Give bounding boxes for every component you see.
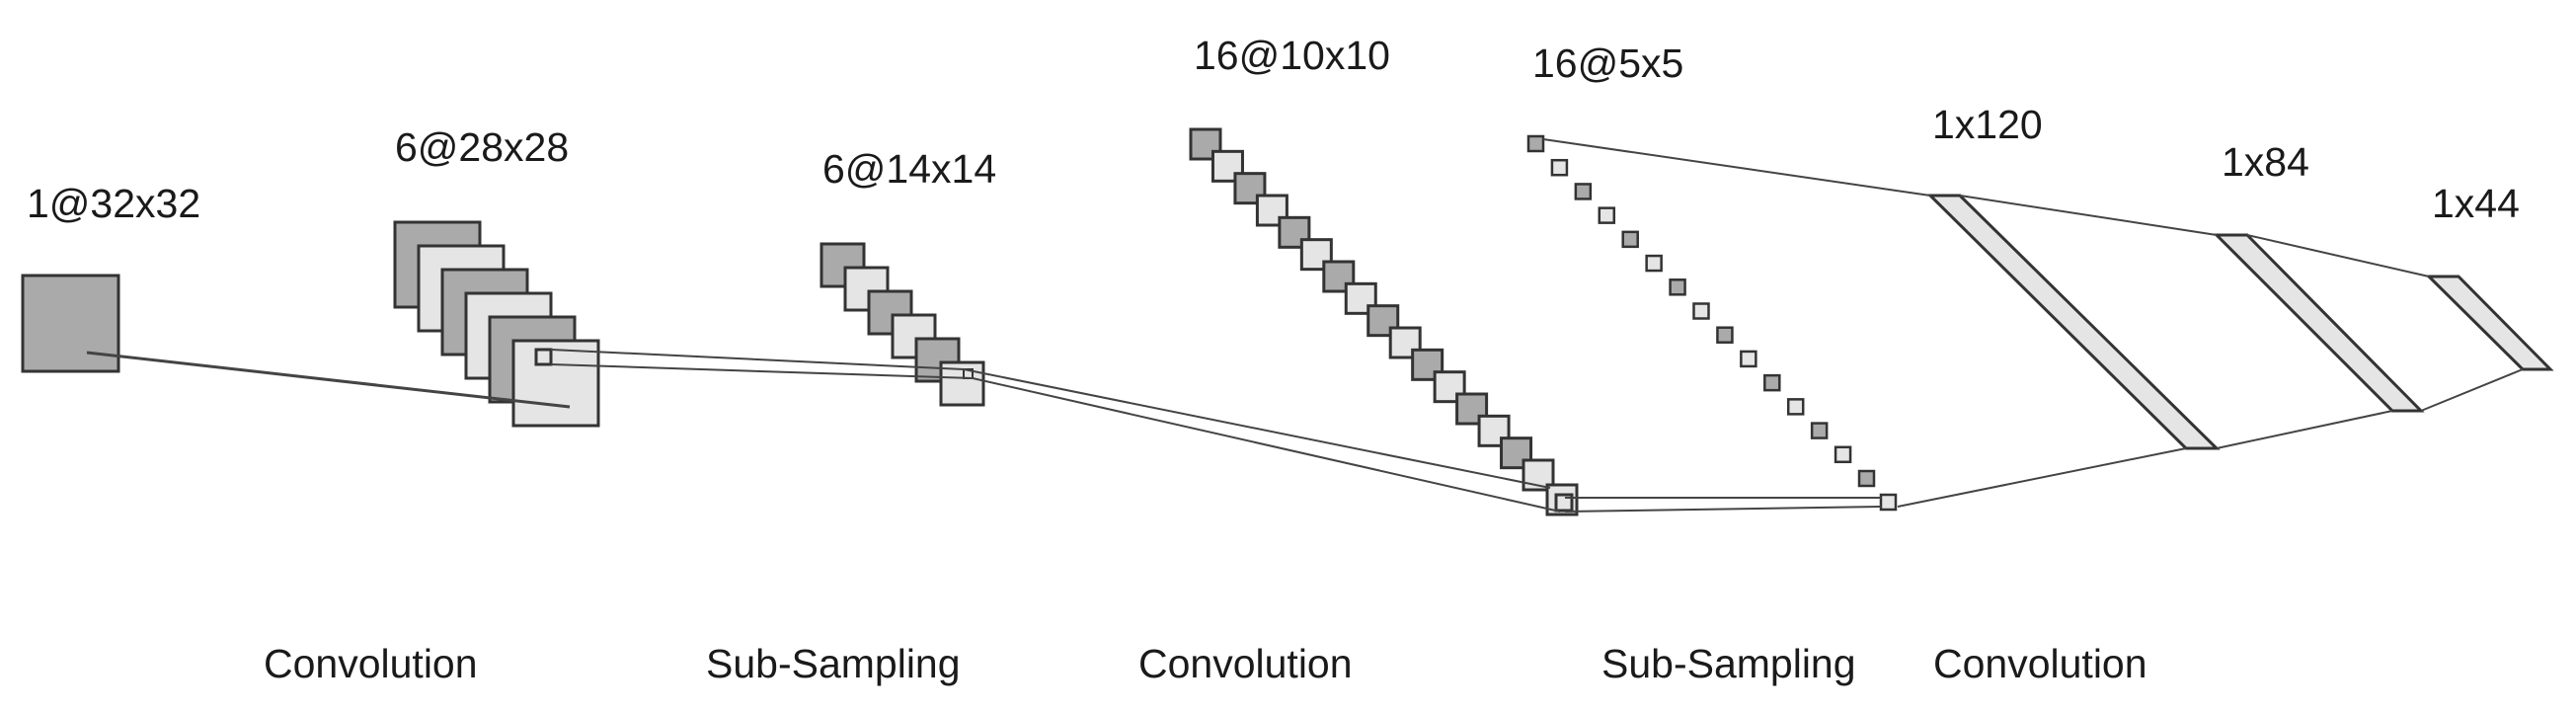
pool2-map-16 bbox=[1879, 493, 1898, 512]
pool1-feature-maps bbox=[820, 242, 985, 407]
fc120-vector bbox=[1926, 194, 2221, 450]
conv1-feature-maps bbox=[393, 220, 600, 428]
operation-label-subsampling-1: Sub-Sampling bbox=[706, 641, 961, 686]
pool2-map-5 bbox=[1621, 230, 1639, 249]
connector-pool2-bottom-to-fc120 bbox=[1897, 447, 2187, 508]
conv2-map-5 bbox=[1278, 215, 1311, 249]
pool2-map-10 bbox=[1740, 350, 1757, 368]
layer-label-pool2: 16@5x5 bbox=[1532, 40, 1683, 86]
pool2-map-3 bbox=[1574, 183, 1593, 200]
connection-lines bbox=[86, 138, 2524, 513]
pool2-map-14 bbox=[1834, 445, 1852, 464]
pool2-map-6 bbox=[1645, 254, 1663, 273]
pool2-map-7 bbox=[1669, 278, 1686, 296]
connector-pool2-top-to-fc120 bbox=[1542, 138, 1931, 197]
layer-label-input: 1@32x32 bbox=[27, 181, 200, 226]
fc44-vector bbox=[2425, 275, 2554, 371]
conv2-kernel-window bbox=[1554, 493, 1574, 513]
conv1-kernel-window bbox=[534, 348, 553, 366]
pool2-feature-maps bbox=[1526, 134, 1898, 512]
operation-label-convolution-2: Convolution bbox=[1138, 641, 1353, 686]
layer-label-fc44: 1x44 bbox=[2432, 181, 2520, 226]
connector-pool1-to-conv2-bottom bbox=[972, 377, 1561, 513]
pool2-map-15 bbox=[1857, 469, 1876, 488]
pool2-map-11 bbox=[1763, 373, 1781, 392]
connector-fc120-top-to-fc84 bbox=[1959, 195, 2218, 236]
layer-label-conv1: 6@28x28 bbox=[395, 124, 569, 170]
layer-label-conv2: 16@10x10 bbox=[1194, 33, 1390, 78]
conv2-map-13 bbox=[1455, 392, 1489, 426]
pool2-map-12 bbox=[1786, 398, 1805, 416]
conv1-map-6 bbox=[511, 339, 600, 428]
connector-input-to-conv1 bbox=[86, 351, 571, 409]
pool2-map-4 bbox=[1598, 206, 1616, 224]
conv2-feature-maps bbox=[1189, 127, 1579, 516]
pool1-map-1 bbox=[820, 242, 866, 288]
pool2-map-2 bbox=[1550, 158, 1569, 177]
conv2-map-12 bbox=[1433, 370, 1466, 404]
pool2-map-13 bbox=[1810, 422, 1829, 439]
pool2-map-8 bbox=[1692, 302, 1710, 320]
connector-pool1-to-conv2-top bbox=[963, 368, 1551, 489]
layer-label-fc120: 1x120 bbox=[1932, 102, 2043, 147]
pool2-map-9 bbox=[1716, 326, 1734, 344]
connector-fc84-bottom-to-fc44 bbox=[2420, 368, 2524, 412]
conv2-map-9 bbox=[1366, 304, 1400, 338]
connector-conv1-to-pool1-top bbox=[550, 349, 965, 370]
layer-label-pool1: 6@14x14 bbox=[822, 146, 996, 192]
conv2-map-1 bbox=[1189, 127, 1222, 161]
pool2-map-1 bbox=[1526, 134, 1545, 153]
layer-label-fc84: 1x84 bbox=[2222, 139, 2309, 185]
operation-label-convolution-3: Convolution bbox=[1933, 641, 2147, 686]
connector-conv2-to-pool2-bottom bbox=[1564, 506, 1882, 513]
connector-conv1-to-pool1-bottom bbox=[550, 363, 974, 379]
connector-fc120-bottom-to-fc84 bbox=[2216, 410, 2393, 449]
input-map bbox=[21, 274, 120, 373]
operation-label-subsampling-2: Sub-Sampling bbox=[1601, 641, 1856, 686]
connector-fc84-top-to-fc44 bbox=[2246, 234, 2430, 277]
operation-label-convolution-1: Convolution bbox=[264, 641, 478, 686]
fc84-vector bbox=[2213, 233, 2425, 413]
